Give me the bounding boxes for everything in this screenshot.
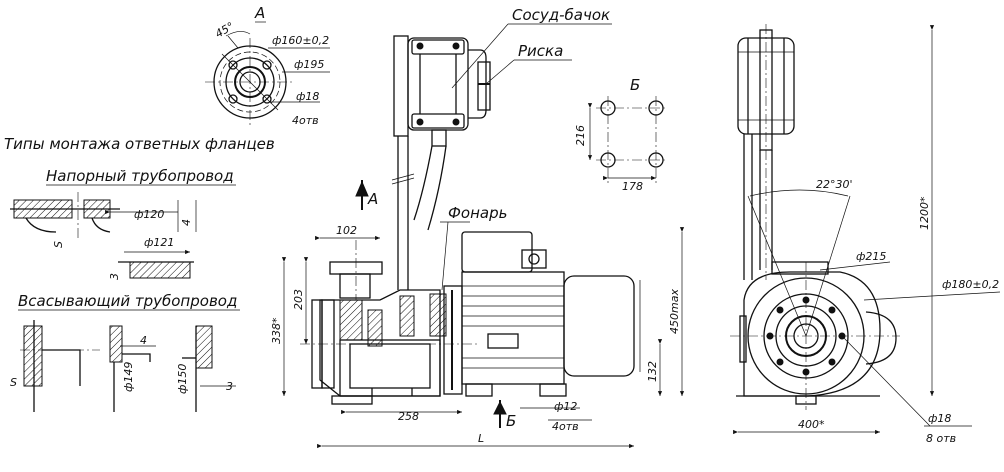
dim-m-338: 338* <box>270 317 283 344</box>
view-a-title: А <box>254 4 265 22</box>
lantern-label: Фонарь <box>448 204 507 222</box>
view-a-flange: А 45° ф160±0,2 ф195 ф18 4отв <box>205 4 330 127</box>
dim-p-4: 4 <box>180 219 193 226</box>
dim-p-s: S <box>52 241 65 248</box>
dim-a-d195: ф195 <box>294 58 324 71</box>
dim-p-d120: ф120 <box>134 208 164 221</box>
dim-s-3: 3 <box>226 380 233 393</box>
pressure-pipe-detail: Напорный трубопровод S ф120 4 ф121 3 <box>10 167 236 280</box>
dim-s-s: S <box>10 376 17 389</box>
dim-r-1200: 1200* <box>918 196 931 230</box>
suction-pipe-title: Всасывающий трубопровод <box>18 292 237 310</box>
pump-side-view: А Фонарь <box>270 180 685 449</box>
dim-m-258: 258 <box>398 410 419 423</box>
suction-pipe-detail: Всасывающий трубопровод S 4 ф149 ф150 3 <box>10 292 240 412</box>
dim-m-102: 102 <box>336 224 357 237</box>
dim-m-203: 203 <box>292 289 305 310</box>
dim-m-132: 132 <box>646 361 659 382</box>
dim-m-L: L <box>478 432 484 445</box>
dim-a-4holes: 4отв <box>292 114 319 127</box>
dim-r-d180: ф180±0,2 <box>942 278 999 291</box>
dim-p-d121: ф121 <box>144 236 174 249</box>
pump-front-view: 22°30' 1200* ф215 ф180±0,2 400* ф18 8 от… <box>730 24 1001 445</box>
dim-s-d149: ф149 <box>122 362 135 392</box>
view-b-title: Б <box>630 76 640 94</box>
mark-label: Риска <box>518 42 563 60</box>
dim-r-d215: ф215 <box>856 250 886 263</box>
dim-s-4: 4 <box>140 334 147 347</box>
dim-a-d18: ф18 <box>296 90 319 103</box>
dim-p-3: 3 <box>108 273 121 280</box>
vessel-tank <box>391 35 491 290</box>
dim-m-4holes: 4отв <box>552 420 579 433</box>
arrow-b-label: Б <box>506 412 516 430</box>
dim-r-d18: ф18 <box>928 412 951 425</box>
dim-r-8holes: 8 отв <box>926 432 956 445</box>
dim-b-178: 178 <box>622 180 643 193</box>
dim-r-400: 400* <box>798 418 825 431</box>
dim-a-d160: ф160±0,2 <box>272 34 329 47</box>
arrow-a-label: А <box>367 190 378 208</box>
vessel-label: Сосуд-бачок <box>512 6 610 24</box>
dim-r-angle: 22°30' <box>816 178 853 191</box>
view-b-holes: Б 216 178 <box>574 76 668 193</box>
dim-b-216: 216 <box>574 125 587 146</box>
dim-m-450: 450max <box>668 289 681 334</box>
dim-m-d12: ф12 <box>554 400 577 413</box>
pressure-pipe-title: Напорный трубопровод <box>46 167 234 185</box>
dim-s-d150: ф150 <box>176 364 189 394</box>
mount-types-title: Типы монтажа ответных фланцев <box>4 135 275 153</box>
dim-a-angle: 45° <box>213 20 236 41</box>
